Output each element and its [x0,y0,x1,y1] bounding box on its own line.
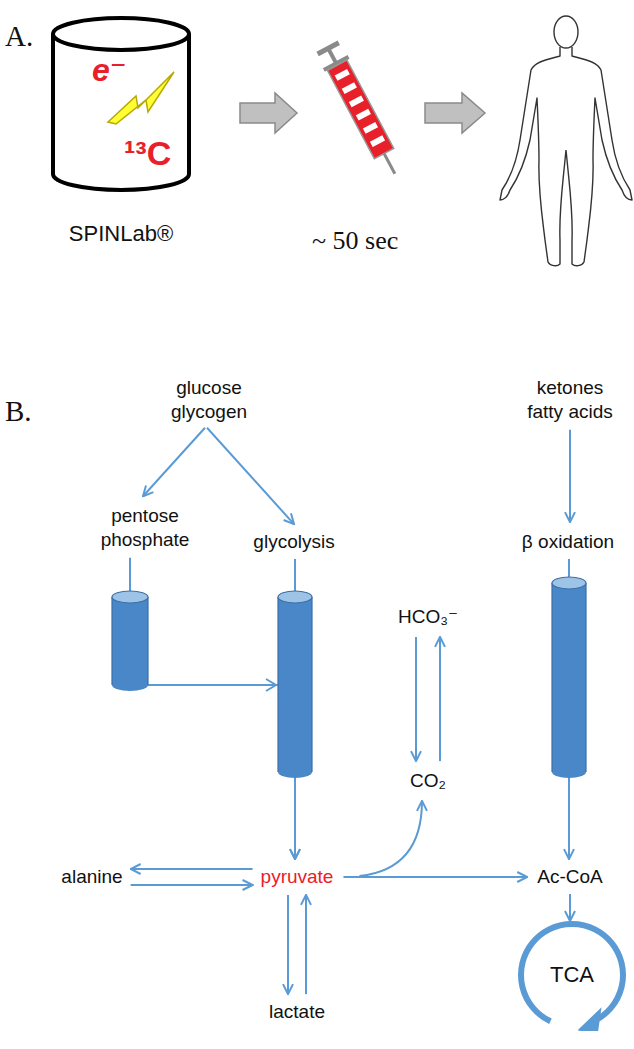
metabolite-label: HCO₃⁻ [398,605,458,629]
node-text: ketones fatty acids [520,376,620,424]
pathway-arrow [305,895,307,994]
metabolite-label: glucose glycogen [171,376,247,424]
pathway-cylinder [552,577,586,778]
pathway-cylinder [112,591,148,691]
process-arrow [240,93,297,133]
isotope-label: ¹³C [124,132,171,175]
process-arrow [425,93,485,133]
metabolite-label: pyruvate [261,865,334,889]
panel-label: A. [5,20,33,53]
node-text: Ac-CoA [537,865,602,889]
panel-label: B. [5,395,32,428]
metabolite-label: pentose phosphate [101,504,190,552]
node-text: HCO₃⁻ [398,605,458,629]
node-text: glucose glycogen [171,376,247,424]
pathway-arrow [569,894,571,921]
metabolite-label: lactate [269,1000,325,1024]
metabolite-label: alanine [61,865,122,889]
electron-label: e⁻ [92,50,127,90]
pathway-arrow [359,801,422,876]
arrow-head [266,679,276,691]
pathway-cylinder [278,591,312,778]
node-text: pentose phosphate [101,504,190,552]
node-text: lactate [269,1000,325,1024]
polarizer-cylinder: e⁻¹³CSPINLab® [50,14,192,192]
pathway-arrow [130,558,295,859]
node-text: glycolysis [253,530,334,554]
metabolite-label: β oxidation [522,530,614,554]
metabolite-label: ketones fatty acids [520,376,620,424]
syringe [316,42,407,181]
pathway-arrow [131,884,253,886]
node-text: β oxidation [522,530,614,554]
node-text: TCA [550,961,594,989]
node-text: pyruvate [261,865,334,889]
device-name: SPINLab® [40,220,202,248]
pathway-arrow [439,637,441,761]
pathway-arrow [569,430,571,522]
pathway-arrow [143,428,205,497]
pathway-arrow [207,428,294,524]
node-text: alanine [61,865,122,889]
pathway-arrow [343,876,527,878]
pathway-arrow [131,868,253,870]
time-label: ~ 50 sec [312,226,398,256]
metabolite-label: Ac-CoA [537,865,602,889]
metabolite-label: glycolysis [253,530,334,554]
pathway-arrow [287,895,289,994]
cycle-node: TCA [516,919,628,1031]
pathway-arrow [415,637,417,761]
node-text: CO₂ [410,769,446,793]
metabolite-label: CO₂ [410,769,446,793]
human-figure [500,16,632,266]
